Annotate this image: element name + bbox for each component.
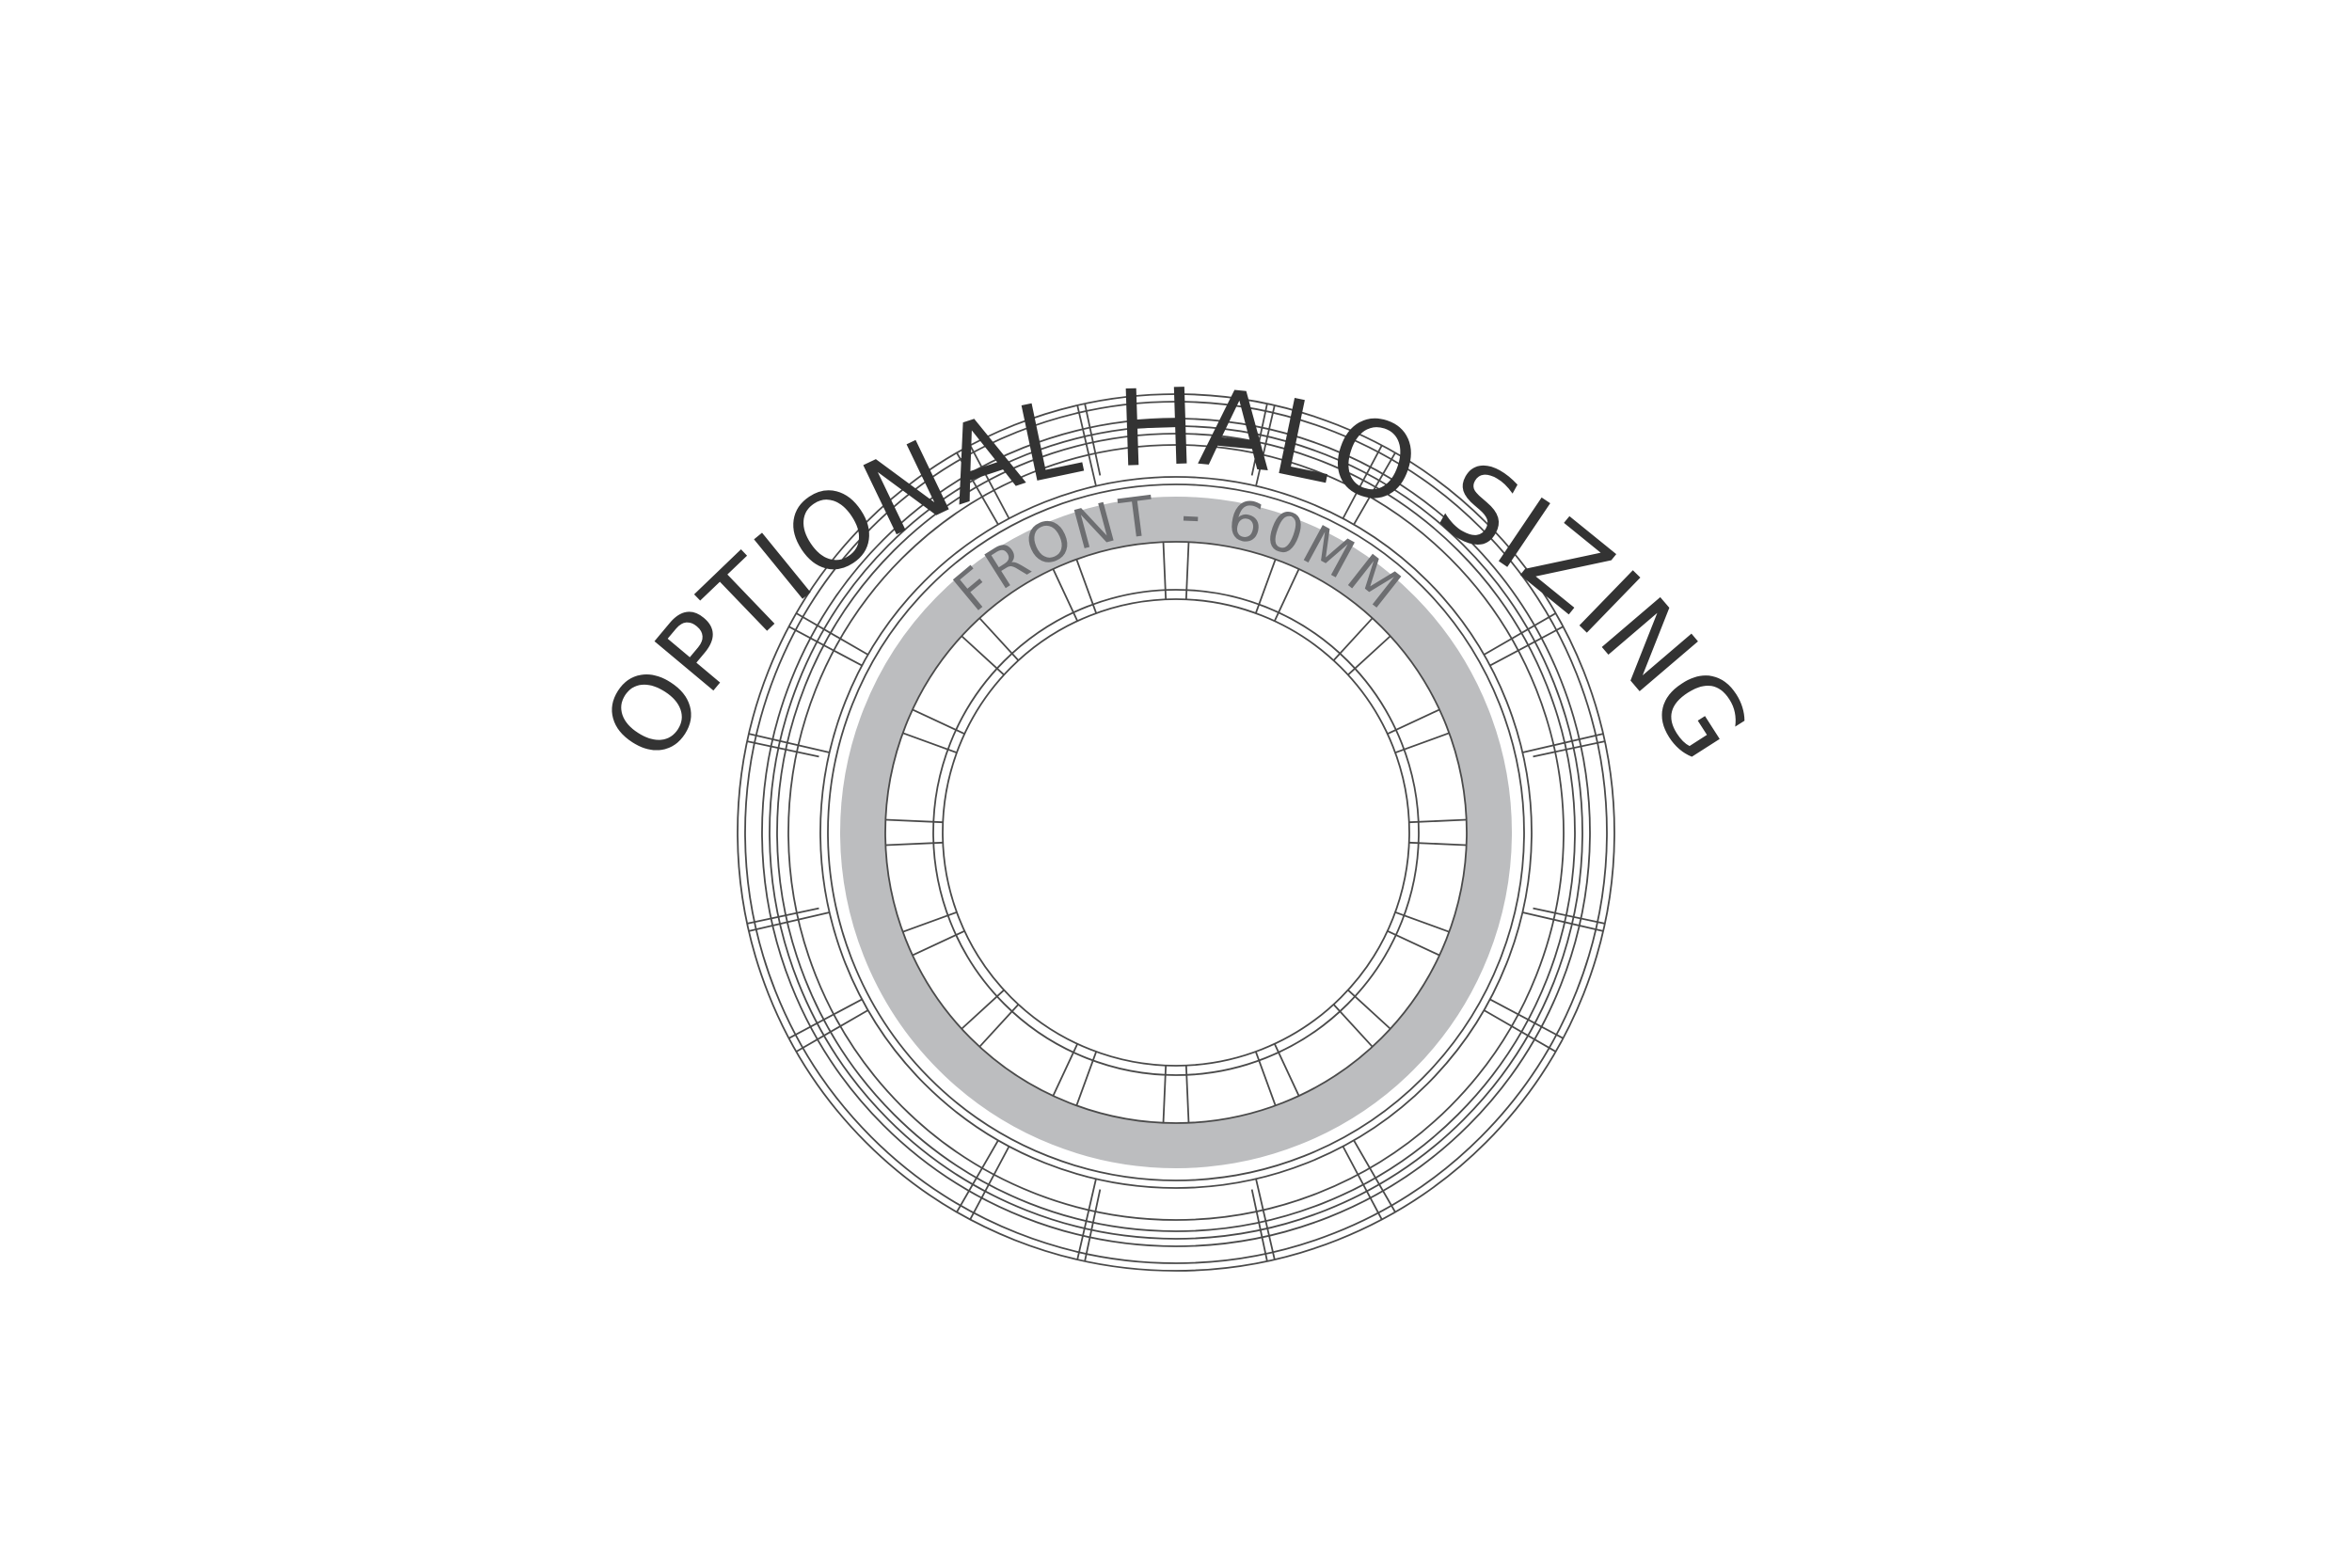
outer-block-divider xyxy=(748,911,830,932)
outer-block-divider xyxy=(1522,911,1604,932)
title-text: OPTIONAL HALO SIZING xyxy=(580,366,1772,782)
outer-joint-divider xyxy=(956,1139,999,1213)
inner-segment-divider xyxy=(1394,911,1450,933)
ring-line-art xyxy=(737,393,1615,1272)
inner-segment-divider xyxy=(961,989,1005,1030)
outer-joint-divider xyxy=(1489,998,1564,1039)
outer-block-divider xyxy=(1084,1189,1102,1262)
outer-joint-divider xyxy=(795,612,869,656)
inner-segment-divider xyxy=(1254,559,1277,614)
inner-segment-divider xyxy=(1408,818,1467,824)
inner-ring-line xyxy=(932,589,1420,1076)
inner-segment-divider xyxy=(1394,732,1450,754)
outer-joint-divider xyxy=(1483,1009,1557,1053)
inner-segment-divider xyxy=(912,929,965,957)
inner-segment-divider xyxy=(1332,617,1374,661)
inner-segment-divider xyxy=(902,911,958,933)
outer-block-divider xyxy=(1250,403,1268,476)
inner-segment-divider xyxy=(978,617,1020,661)
inner-segment-divider xyxy=(1052,568,1079,622)
inner-segment-divider xyxy=(1347,635,1391,676)
inner-segment-ring xyxy=(884,541,1468,1124)
inner-segment-divider xyxy=(1332,1004,1374,1048)
outer-block-divider xyxy=(1533,907,1606,925)
outer-joint-divider xyxy=(1342,1146,1383,1220)
inner-segment-divider xyxy=(1273,568,1300,622)
outer-joint-divider xyxy=(1342,445,1383,519)
inner-segment-divider xyxy=(1184,1065,1190,1123)
inner-segment-divider xyxy=(902,732,958,754)
outer-ring-line xyxy=(737,393,1615,1272)
outer-block-divider xyxy=(1533,740,1606,758)
outer-joint-divider xyxy=(788,998,863,1039)
inner-segment-divider xyxy=(1052,1043,1079,1097)
inner-segment-divider xyxy=(978,1004,1020,1048)
outer-block-divider xyxy=(746,740,819,758)
inner-segment-divider xyxy=(1347,989,1391,1030)
outer-block-divider xyxy=(748,733,830,753)
inner-segment-divider xyxy=(1408,841,1467,847)
outer-block-divider xyxy=(1522,733,1604,753)
outer-block-divider xyxy=(1255,404,1276,486)
outer-ring-line xyxy=(819,476,1533,1189)
outer-block-divider xyxy=(746,907,819,925)
inner-segment-divider xyxy=(1387,929,1440,957)
outer-joint-divider xyxy=(969,1146,1010,1220)
title: OPTIONAL HALO SIZING xyxy=(580,366,1772,782)
inner-segment-divider xyxy=(1162,542,1168,600)
inner-ring-line xyxy=(942,598,1410,1067)
inner-segment-divider xyxy=(885,818,944,824)
outer-block-divider xyxy=(1084,403,1102,476)
outer-joint-divider xyxy=(969,445,1010,519)
outer-joint-divider xyxy=(795,1009,869,1053)
inner-segment-divider xyxy=(1162,1065,1168,1123)
inner-segment-divider xyxy=(1273,1043,1300,1097)
outer-ring-line xyxy=(776,433,1576,1232)
inner-segment-divider xyxy=(912,708,965,736)
outer-joint-divider xyxy=(1353,451,1396,526)
inner-segment-divider xyxy=(1184,542,1190,600)
outer-block-divider xyxy=(1250,1189,1268,1262)
inner-segment-divider xyxy=(1387,708,1440,736)
outer-joint-divider xyxy=(1353,1139,1396,1213)
outer-ring-line xyxy=(744,401,1608,1264)
outer-joint-divider xyxy=(1489,626,1564,667)
inner-segment-divider xyxy=(1075,1051,1098,1106)
inner-segment-divider xyxy=(885,841,944,847)
outer-ring-line xyxy=(761,418,1591,1247)
outer-joint-divider xyxy=(1483,612,1557,656)
outer-joint-divider xyxy=(956,451,999,526)
outer-block-divider xyxy=(1076,1179,1097,1260)
inner-ring-line xyxy=(884,541,1468,1124)
inner-segment-divider xyxy=(961,635,1005,676)
halo-ring xyxy=(840,497,1512,1168)
inner-segment-divider xyxy=(1075,559,1098,614)
outer-joint-divider xyxy=(788,626,863,667)
inner-segment-divider xyxy=(1254,1051,1277,1106)
outer-ring-line xyxy=(787,444,1565,1221)
outer-block-divider xyxy=(1076,404,1097,486)
outer-block-divider xyxy=(1255,1179,1276,1260)
outer-ring-line xyxy=(827,483,1525,1181)
outer-ring-line xyxy=(769,425,1583,1240)
